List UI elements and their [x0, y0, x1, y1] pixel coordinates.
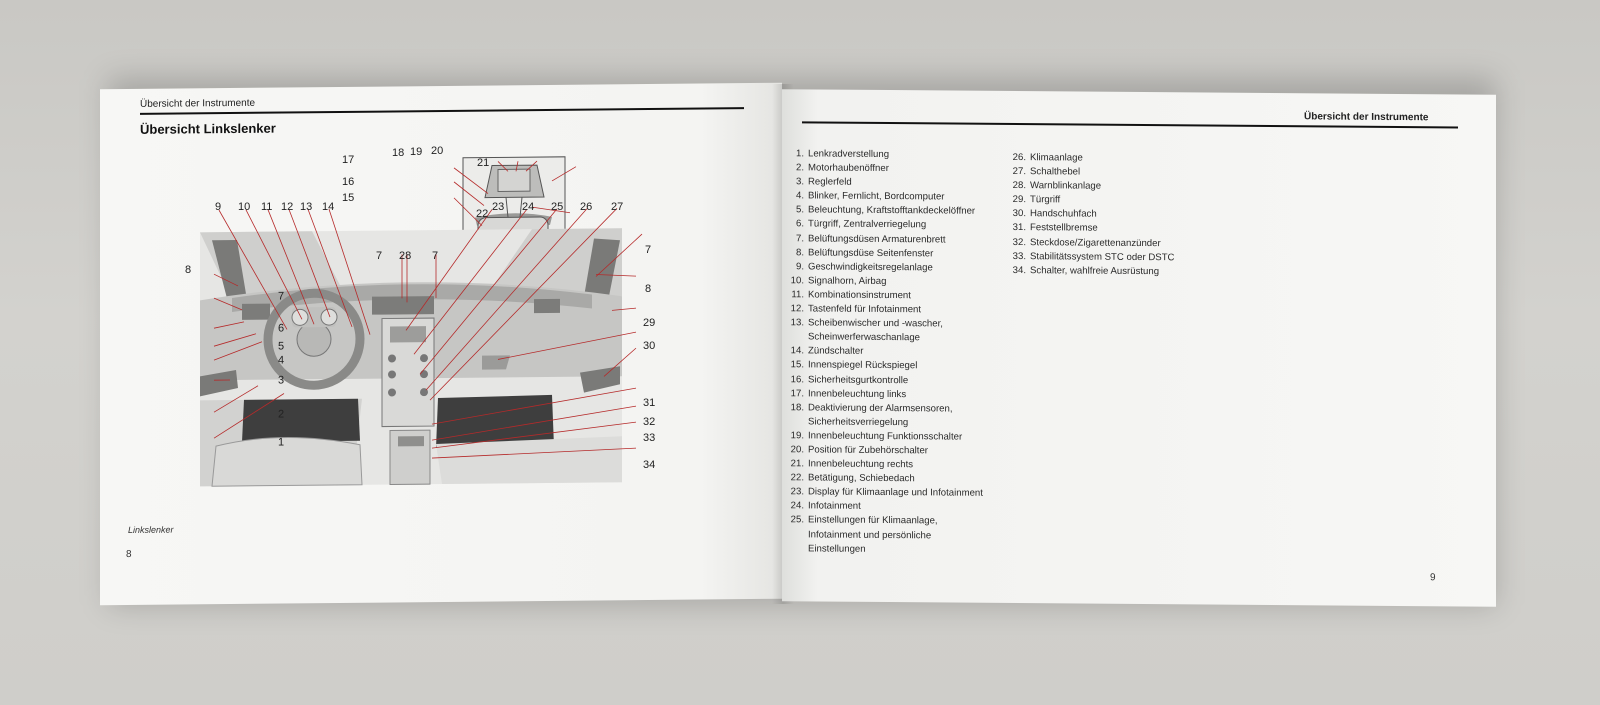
legend-item-number: 1. [795, 148, 804, 160]
legend-item-text: Steckdose/Zigarettenanzünder [1030, 236, 1161, 249]
callout-6: 6 [278, 323, 284, 335]
page-title: Übersicht Linkslenker [140, 120, 276, 137]
legend-item-text: Klimaanlage [1030, 152, 1083, 164]
legend-item-number: 23. [790, 486, 804, 498]
legend-item-number: 5. [795, 204, 804, 216]
callout-leader-lines [213, 160, 643, 459]
legend-item-text: Innenspiegel Rückspiegel [808, 359, 918, 372]
legend-item-number: 11. [791, 289, 804, 301]
callout-7: 7 [278, 291, 284, 303]
legend-item: 18. Deaktivierung der Alarmsensoren, Sich… [782, 401, 1032, 431]
callout-4: 4 [278, 355, 284, 367]
left-page: Übersicht der Instrumente Übersicht Link… [100, 82, 782, 606]
legend-item-number: 22. [790, 472, 804, 484]
left-page-header: Übersicht der Instrumente [140, 97, 256, 110]
legend-item-number: 18. [790, 401, 804, 414]
legend-item-number: 33. [1012, 250, 1026, 262]
legend-item-number: 27. [1012, 166, 1026, 178]
legend-item-text: Geschwindigkeitsregelanlage [808, 261, 933, 274]
legend-column-1: 1. Lenkradverstellung 2. Motorhaubenöffner 3… [782, 147, 1032, 558]
callout-1: 1 [278, 437, 284, 449]
legend-item-text: Motorhaubenöffner [808, 162, 889, 175]
legend-item-number: 24. [790, 500, 804, 512]
legend-item-number: 17. [790, 387, 804, 399]
legend-item-text: Reglerfeld [808, 176, 852, 188]
legend-item-text: Deaktivierung der Alarmsensoren, Sicherh… [808, 402, 953, 428]
legend-item-text: Feststellbremse [1030, 222, 1098, 235]
legend-item-number: 7. [795, 232, 804, 244]
legend-item-number: 20. [790, 444, 804, 456]
legend-item-number: 15. [790, 359, 804, 371]
legend-item-text: Handschuhfach [1030, 208, 1097, 221]
legend-item: 34. Schalter, wahlfreie Ausrüstung [1004, 264, 1244, 280]
legend-item-text: Scheibenwischer und -wascher, Scheinwerf… [808, 317, 943, 344]
legend-item-text: Schalter, wahlfreie Ausrüstung [1030, 264, 1160, 277]
legend-item: 13. Scheibenwischer und -wascher, Scheinw… [782, 316, 1032, 346]
legend-item-text: Zündschalter [808, 345, 864, 358]
legend-item-text: Sicherheitsgurtkontrolle [808, 373, 909, 386]
legend-item-text: Signalhorn, Airbag [808, 275, 887, 287]
legend-item-number: 31. [1012, 222, 1026, 234]
legend-item-text: Innenbeleuchtung rechts [808, 458, 914, 471]
cockpit-diagram: 1 2 3 3 4 5 6 7 [200, 156, 643, 487]
legend-item-text: Blinker, Fernlicht, Bordcomputer [808, 190, 945, 203]
legend-item-text: Stabilitätssystem STC oder DSTC [1030, 250, 1175, 263]
legend-item-number: 8. [795, 246, 804, 259]
legend-item-number: 19. [790, 430, 804, 442]
legend-item-number: 29. [1012, 194, 1026, 206]
legend-item-text: Einstellungen für Klimaanlage, Infotainm… [808, 514, 938, 555]
legend-item-text: Beleuchtung, Kraftstofftankdeckelöffner [808, 204, 976, 218]
legend-item-number: 26. [1012, 152, 1026, 164]
legend-item-number: 34. [1012, 264, 1026, 276]
legend-item-text: Infotainment [808, 500, 861, 513]
page-number-right: 9 [1430, 572, 1436, 584]
page-number-left: 8 [126, 548, 132, 561]
cockpit-illustration [200, 228, 622, 487]
legend-item-text: Display für Klimaanlage und Infotainment [808, 486, 983, 500]
figure-caption: Linkslenker [128, 524, 174, 536]
legend-item-text: Innenbeleuchtung links [808, 387, 907, 400]
legend-item-number: 25. [790, 514, 804, 526]
right-page-header: Übersicht der Instrumente [1304, 111, 1429, 124]
legend-item-text: Lenkradverstellung [808, 148, 890, 161]
legend-item-text: Position für Zubehörschalter [808, 444, 928, 457]
legend-item-number: 32. [1012, 236, 1026, 248]
legend-item-text: Belüftungsdüsen Armaturenbrett [808, 232, 946, 246]
legend-item-number: 2. [795, 162, 804, 174]
legend-item-number: 3. [795, 176, 804, 188]
legend-item-text: Belüftungsdüse Seitenfenster [808, 247, 934, 260]
legend-item: 25. Einstellungen für Klimaanlage, Infota… [782, 514, 1032, 558]
legend-item-number: 21. [790, 458, 804, 470]
legend-item-text: Schalthebel [1030, 166, 1081, 178]
callout-numbers: 1 2 3 3 4 5 6 7 [278, 291, 284, 449]
legend-column-2: 26. Klimaanlage 27. Schalthebel 28. Warnblink… [1004, 151, 1244, 280]
legend-item-text: Kombinationsinstrument [808, 289, 911, 302]
legend-item-number: 12. [790, 303, 804, 315]
legend-item-number: 13. [790, 317, 804, 329]
callout-5: 5 [278, 341, 284, 353]
callout-2: 2 [278, 409, 284, 421]
legend-item-number: 9. [795, 261, 804, 273]
callout-3: 3 [278, 375, 284, 387]
legend-item-number: 16. [790, 373, 804, 385]
legend-item-text: Warnblinkanlage [1030, 180, 1102, 192]
legend-item-text: Türgriff [1030, 194, 1061, 206]
right-page: Übersicht der Instrumente 1. Lenkradverst… [782, 89, 1496, 607]
legend-item-text: Türgriff, Zentralverriegelung [808, 218, 927, 231]
legend-item-text: Betätigung, Schiebedach [808, 472, 915, 485]
legend-item-number: 4. [795, 190, 804, 202]
legend-item-text: Tastenfeld für Infotainment [808, 303, 922, 316]
legend-item-number: 6. [795, 218, 804, 230]
legend-item-number: 28. [1012, 180, 1026, 192]
legend-item-number: 10. [790, 275, 804, 287]
legend-item-text: Innenbeleuchtung Funktionsschalter [808, 430, 963, 443]
legend-item-number: 30. [1012, 208, 1026, 220]
legend-item-number: 14. [790, 345, 804, 357]
